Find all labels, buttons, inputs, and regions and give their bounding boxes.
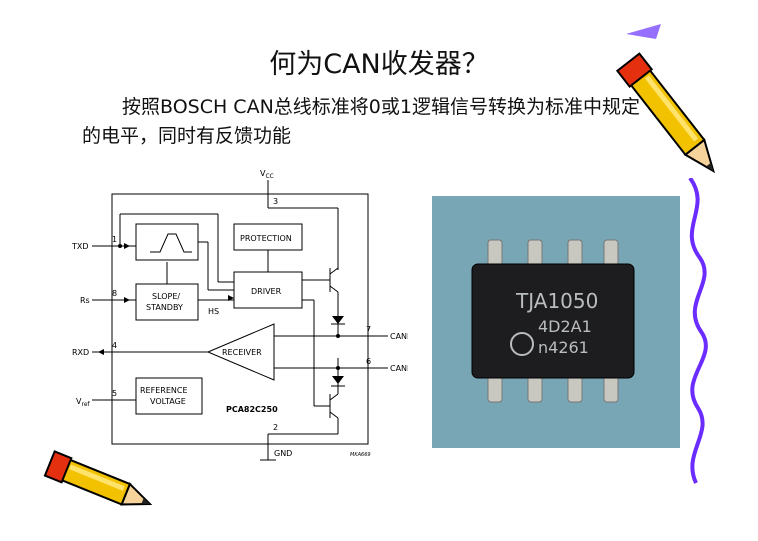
rs-label: Rs — [80, 296, 90, 305]
pin-7: 7 — [366, 325, 371, 334]
protection-label: PROTECTION — [240, 234, 292, 243]
pin-1: 1 — [112, 235, 117, 244]
block-diagram: VCC 3 TXD 1 Rs 8 RXD 4 Vref 5 PROTECTION… — [71, 169, 408, 461]
pencil-icon — [615, 24, 715, 174]
svg-text:Vref: Vref — [76, 397, 91, 408]
receiver-block — [206, 323, 275, 381]
pin-4: 4 — [112, 341, 117, 350]
canl-label: CANL — [390, 364, 408, 373]
chip-marking-line1: TJA1050 — [515, 289, 598, 313]
pin-8: 8 — [112, 289, 117, 298]
canh-label: CANH — [390, 332, 408, 341]
vcc-label: V — [260, 169, 266, 178]
reference-label: REFERENCE — [140, 386, 188, 395]
rxd-label: RXD — [72, 348, 89, 357]
reference-voltage-block — [135, 377, 203, 415]
voltage-label: VOLTAGE — [150, 397, 186, 406]
pin-6: 6 — [366, 357, 371, 366]
part-number: PCA82C250 — [226, 405, 278, 414]
gnd-label: GND — [274, 449, 292, 458]
squiggle-decoration — [688, 178, 708, 484]
hs-label: HS — [208, 307, 219, 316]
slope-standby-block — [135, 283, 199, 321]
receiver-label: RECEIVER — [222, 348, 262, 357]
pin-5: 5 — [112, 389, 117, 398]
slope-label: SLOPE/ — [152, 292, 180, 301]
svg-text:VCC: VCC — [260, 169, 274, 180]
standby-label: STANDBY — [146, 303, 183, 312]
chip-outline — [111, 193, 369, 445]
chip-photo: TJA1050 4D2A1 n4261 — [432, 196, 680, 448]
figure-code: MKA669 — [350, 452, 371, 458]
pencil-icon — [43, 450, 153, 506]
filter-block — [135, 223, 199, 261]
page-title: 何为CAN收发器？ — [269, 49, 489, 80]
description-paragraph: 按照BOSCH CAN总线标准将0或1逻辑信号转换为标准中规定的电平，同时有反馈… — [82, 96, 640, 147]
vref-label: V — [76, 397, 82, 406]
chip-marking-line2: 4D2A1 — [538, 317, 592, 336]
txd-label: TXD — [71, 242, 89, 251]
pin-3: 3 — [273, 197, 278, 206]
chip-marking-line3: n4261 — [538, 338, 589, 357]
pin-2: 2 — [273, 423, 278, 432]
driver-label: DRIVER — [251, 287, 282, 296]
